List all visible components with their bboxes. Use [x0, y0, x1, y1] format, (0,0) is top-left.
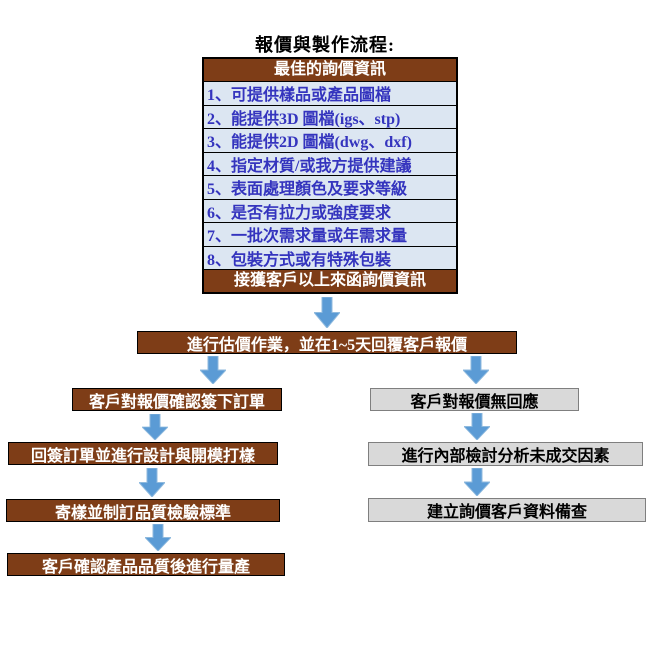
table-row: 2、能提供3D 圖檔(igs、stp)	[204, 104, 456, 128]
no-response-branch-step-3: 建立詢價客戶資料備查	[368, 498, 646, 522]
estimate-step-box: 進行估價作業，並在1~5天回覆客戶報價	[137, 331, 517, 354]
down-arrow-icon	[464, 413, 490, 440]
table-header: 最佳的詢價資訊	[204, 59, 456, 81]
table-footer: 接獲客戶以上來函詢價資訊	[204, 269, 456, 292]
order-branch-step-1: 客戶對報價確認簽下訂單	[72, 388, 282, 411]
page-title: 報價與製作流程:	[255, 35, 395, 55]
order-branch-step-3: 寄樣並制訂品質檢驗標準	[6, 499, 280, 522]
down-arrow-icon	[200, 356, 226, 384]
order-branch-step-4: 客戶確認產品品質後進行量產	[7, 553, 285, 576]
order-branch-step-2: 回簽訂單並進行設計與開模打樣	[8, 442, 278, 465]
down-arrow-icon	[139, 468, 165, 497]
no-response-branch-step-1: 客戶對報價無回應	[370, 388, 579, 411]
down-arrow-icon	[463, 356, 489, 384]
no-response-branch-step-2: 進行內部檢討分析未成交因素	[368, 442, 643, 466]
table-row: 6、是否有拉力或強度要求	[204, 198, 456, 222]
down-arrow-icon	[142, 414, 168, 440]
table-row: 4、指定材質/或我方提供建議	[204, 151, 456, 175]
table-row: 1、可提供樣品或產品圖檔	[204, 81, 456, 105]
down-arrow-icon	[314, 297, 340, 328]
down-arrow-icon	[145, 524, 171, 551]
table-row: 5、表面處理顏色及要求等級	[204, 175, 456, 199]
table-row: 8、包裝方式或有特殊包裝	[204, 245, 456, 269]
table-row: 3、能提供2D 圖檔(dwg、dxf)	[204, 128, 456, 152]
inquiry-info-table: 最佳的詢價資訊 1、可提供樣品或產品圖檔 2、能提供3D 圖檔(igs、stp)…	[202, 57, 458, 294]
table-row: 7、一批次需求量或年需求量	[204, 222, 456, 246]
down-arrow-icon	[464, 468, 490, 496]
